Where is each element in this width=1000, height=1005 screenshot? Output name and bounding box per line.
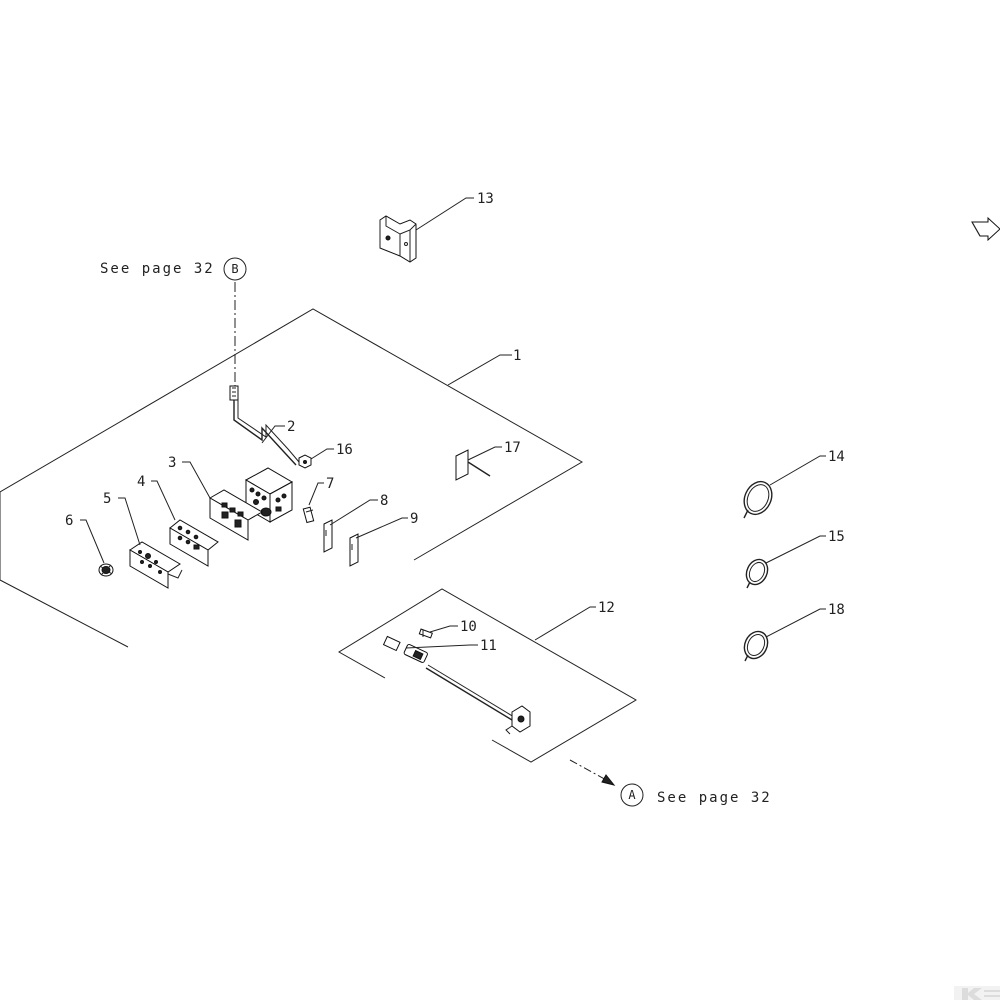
part-9-bracket [349, 533, 359, 567]
reference-bottom-arrowhead [601, 774, 616, 786]
leader-13 [415, 197, 474, 231]
reference-bottom-letter: A [628, 788, 636, 802]
arrow-right-outline-icon[interactable] [971, 216, 1000, 242]
reference-bottom-text: See page 32 [657, 790, 772, 806]
callout-13: 13 [477, 191, 494, 207]
leader-11 [405, 644, 478, 649]
k-logo-icon [954, 986, 1000, 1000]
callout-12: 12 [598, 600, 615, 616]
leader-5 [118, 497, 141, 546]
reference-top-text: See page 32 [100, 261, 215, 277]
leader-10 [429, 625, 458, 633]
part-6-knob [98, 563, 114, 577]
part-11-sensor [382, 635, 428, 663]
callout-2: 2 [287, 419, 295, 435]
part-18-ring [743, 630, 769, 662]
leader-4 [151, 480, 176, 521]
part-3-control-box [208, 467, 294, 541]
callout-numbers: 1 2 3 4 5 6 7 8 9 10 11 12 13 14 15 16 1… [65, 191, 845, 654]
leader-3 [182, 461, 211, 499]
leader-15 [765, 535, 826, 564]
leader-6 [80, 519, 105, 564]
leader-8 [329, 499, 378, 526]
part-5-plate [129, 541, 183, 589]
leader-18 [765, 608, 826, 638]
callout-1: 1 [513, 348, 521, 364]
callout-10: 10 [460, 619, 477, 635]
part-2-cable [229, 385, 300, 466]
part-14-ring [743, 480, 773, 519]
reference-top-circle [223, 257, 247, 281]
callout-16: 16 [336, 442, 353, 458]
callout-14: 14 [828, 449, 845, 465]
leader-9 [355, 517, 408, 539]
part-4-panel [169, 519, 219, 567]
reference-bottom-circle [620, 783, 644, 807]
callout-7: 7 [326, 476, 334, 492]
assembly-plane-12 [338, 588, 637, 763]
part-16-nut [298, 454, 312, 469]
part-7-plug [302, 506, 315, 524]
leader-1 [447, 354, 512, 386]
leader-16 [310, 448, 334, 460]
callout-6: 6 [65, 513, 73, 529]
reference-top: See page 32 B [100, 257, 247, 386]
callout-18: 18 [828, 602, 845, 618]
leader-7 [308, 482, 324, 506]
callout-5: 5 [103, 491, 111, 507]
callout-15: 15 [828, 529, 845, 545]
part-15-ring [745, 558, 769, 589]
callout-8: 8 [380, 493, 388, 509]
callout-4: 4 [137, 474, 145, 490]
assembly-plane-1 [0, 308, 584, 648]
part-17-label [455, 449, 491, 481]
reference-bottom: A See page 32 [569, 759, 772, 807]
callout-9: 9 [410, 511, 418, 527]
part-8-bracket [323, 519, 333, 553]
part-10-pin [418, 628, 433, 639]
callout-3: 3 [168, 455, 176, 471]
leader-lines [80, 197, 826, 649]
callout-17: 17 [504, 440, 521, 456]
reference-top-letter: B [231, 262, 238, 276]
part-12-sensor-cable [425, 664, 531, 735]
leader-17 [467, 446, 502, 461]
leader-2 [261, 425, 285, 444]
part-13-bracket [379, 215, 417, 263]
leader-12 [534, 606, 596, 641]
reference-bottom-leader [569, 759, 611, 783]
leader-14 [769, 455, 826, 486]
callout-11: 11 [480, 638, 497, 654]
